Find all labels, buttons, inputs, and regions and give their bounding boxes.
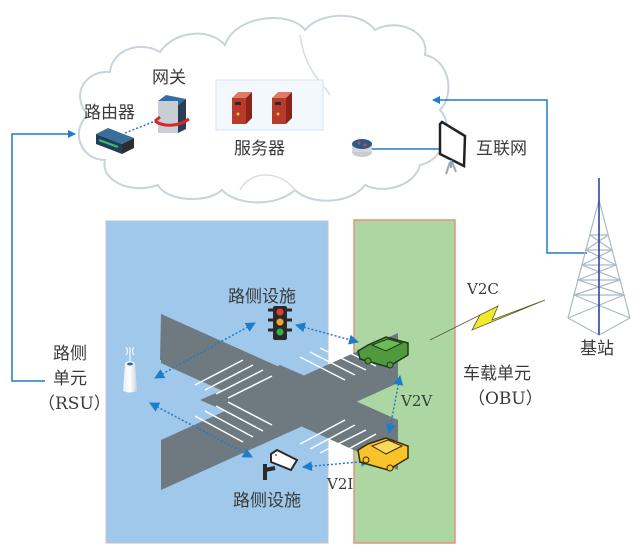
servers-label: 服务器 <box>234 139 285 159</box>
rsu-traffic-light-link <box>154 322 256 379</box>
cloud-network <box>77 14 467 204</box>
v2i-camera-link <box>302 456 371 472</box>
router-gateway-link <box>124 119 159 134</box>
base-station-tower-icon <box>567 178 631 336</box>
yellow-car-icon <box>357 437 409 472</box>
obu-label-line1: 车载单元 <box>463 364 531 384</box>
v2v-link <box>385 375 404 434</box>
router-label: 路由器 <box>84 103 135 123</box>
rsu-device-icon <box>123 346 137 393</box>
rsu-camera-link <box>149 402 253 458</box>
internet-label: 互联网 <box>476 139 527 159</box>
v2v-label: V2V <box>401 392 433 410</box>
obu-label-line2: （OBU） <box>468 389 543 409</box>
rsu-links <box>149 322 404 472</box>
internet-screen-icon <box>438 120 467 175</box>
rsu-label-line2: 单元 <box>53 369 87 389</box>
router-icon <box>96 128 134 154</box>
gateway-icon <box>154 95 190 133</box>
rsu-label-line3: （RSU） <box>38 394 111 414</box>
server-icon <box>272 92 292 124</box>
v2c-label: V2C <box>467 280 499 298</box>
v2i-label: V2I <box>327 475 354 493</box>
green-car-icon <box>357 336 409 369</box>
gateway-label: 网关 <box>152 68 186 88</box>
base-station-to-cloud-connector <box>432 96 587 254</box>
traffic-light-icon <box>268 306 292 340</box>
rsu-label-line1: 路侧 <box>53 344 87 364</box>
internet-hub-icon <box>352 139 372 157</box>
rsu-to-router-connector <box>11 130 76 382</box>
base-station-label: 基站 <box>580 339 614 359</box>
roadside-facility-top-label: 路侧设施 <box>228 287 296 307</box>
camera-icon <box>263 448 299 480</box>
server-icon <box>232 92 252 124</box>
v2c-lightning-bolt-icon <box>429 299 546 341</box>
v2i-traffic-light-link <box>295 322 359 345</box>
roadside-facility-bottom-label: 路侧设施 <box>233 491 301 511</box>
